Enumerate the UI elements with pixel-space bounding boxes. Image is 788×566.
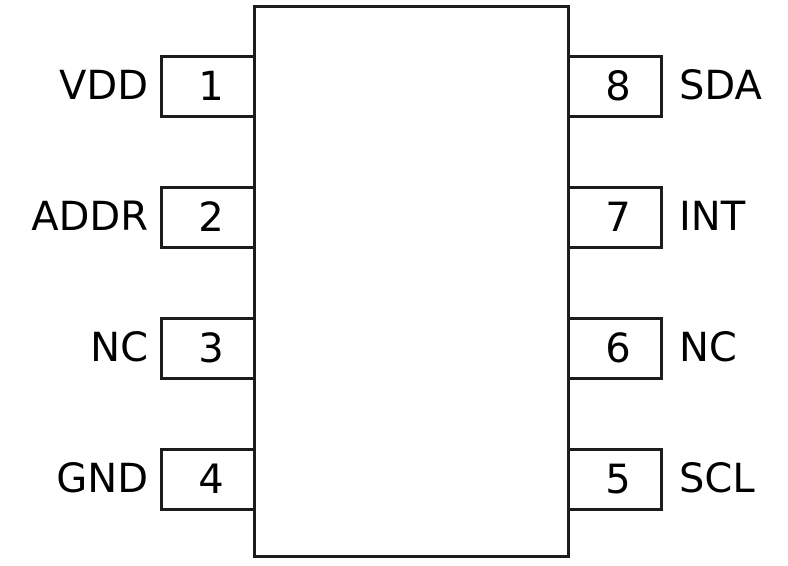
pin-pad-7[interactable]: 7 — [567, 186, 663, 249]
pin-pad-1[interactable]: 1 — [160, 55, 256, 118]
pin-number-1: 1 — [198, 63, 224, 110]
pin-label-scl: SCL — [679, 456, 755, 502]
pin-pad-2[interactable]: 2 — [160, 186, 256, 249]
pin-number-4: 4 — [198, 456, 224, 503]
pin-number-7: 7 — [605, 194, 631, 241]
pin-label-nc-right: NC — [679, 325, 737, 371]
pin-pad-3[interactable]: 3 — [160, 317, 256, 380]
pin-number-8: 8 — [605, 63, 631, 110]
pin-number-5: 5 — [605, 456, 631, 503]
pin-number-2: 2 — [198, 194, 224, 241]
pin-number-3: 3 — [198, 325, 224, 372]
pin-pad-8[interactable]: 8 — [567, 55, 663, 118]
pin-label-nc-left: NC — [90, 325, 148, 371]
pin-label-addr: ADDR — [31, 194, 148, 240]
pin-pad-4[interactable]: 4 — [160, 448, 256, 511]
pin-number-6: 6 — [605, 325, 631, 372]
pin-pad-6[interactable]: 6 — [567, 317, 663, 380]
pin-label-sda: SDA — [679, 63, 762, 109]
pin-label-int: INT — [679, 194, 746, 240]
pin-pad-5[interactable]: 5 — [567, 448, 663, 511]
pin-label-gnd: GND — [56, 456, 148, 502]
ic-package-body — [253, 5, 570, 558]
pin-label-vdd: VDD — [59, 63, 148, 109]
